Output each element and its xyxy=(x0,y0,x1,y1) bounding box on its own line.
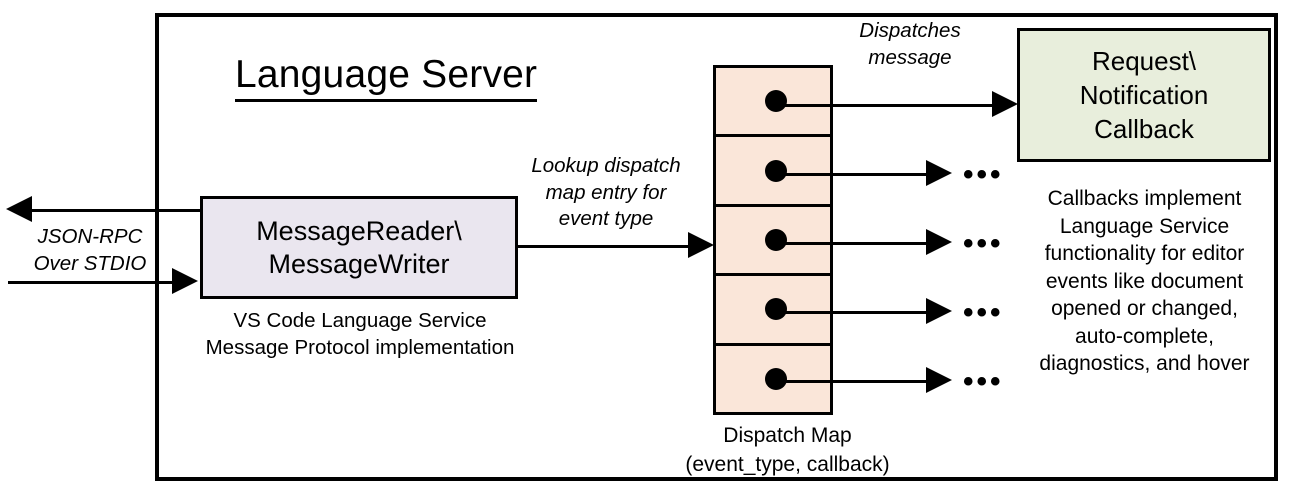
request-notification-callback-label: Request\ Notification Callback xyxy=(1079,46,1209,144)
dispatch-row4-ellipsis: ••• xyxy=(963,296,1004,329)
dispatch-entry-dot-icon xyxy=(765,298,787,321)
dispatch-entry-dot-icon xyxy=(765,229,787,252)
dispatch-row4-flow-line xyxy=(784,311,930,314)
dispatch-map-row[interactable] xyxy=(716,346,830,412)
language-server-frame xyxy=(155,13,1278,481)
dispatch-map-caption: Dispatch Map (event_type, callback) xyxy=(685,424,890,476)
dispatch-row1-arrowhead xyxy=(992,91,1018,117)
dispatch-map-row[interactable] xyxy=(716,68,830,138)
dispatch-row5-ellipsis: ••• xyxy=(963,365,1004,398)
message-reader-writer-label: MessageReader\ MessageWriter xyxy=(256,215,462,279)
dispatch-row5-arrowhead xyxy=(926,367,952,393)
dispatch-row3-arrowhead xyxy=(926,229,952,255)
dispatch-row2-ellipsis: ••• xyxy=(963,158,1004,191)
dispatch-row1-flow-line xyxy=(784,104,996,107)
dispatch-row3-ellipsis: ••• xyxy=(963,227,1004,260)
lookup-flow-arrowhead xyxy=(688,232,714,258)
jsonrpc-flow-label: JSON-RPC Over STDIO xyxy=(33,225,147,275)
message-box-caption: VS Code Language Service Message Protoco… xyxy=(205,309,515,359)
message-reader-writer-box[interactable]: MessageReader\ MessageWriter xyxy=(200,196,518,299)
dispatch-row3-flow-line xyxy=(784,242,930,245)
dispatch-row4-arrowhead xyxy=(926,298,952,324)
dispatch-entry-dot-icon xyxy=(765,367,787,390)
dispatch-entry-dot-icon xyxy=(765,159,787,182)
dispatches-message-label: Dispatches message xyxy=(859,19,961,69)
jsonrpc-out-line xyxy=(30,209,202,212)
dispatch-map-row[interactable] xyxy=(716,276,830,346)
jsonrpc-in-arrowhead xyxy=(172,268,198,294)
jsonrpc-out-arrowhead xyxy=(6,196,32,222)
dispatch-row2-arrowhead xyxy=(926,160,952,186)
dispatch-map-row[interactable] xyxy=(716,137,830,207)
request-notification-callback-box[interactable]: Request\ Notification Callback xyxy=(1017,28,1271,162)
dispatch-row2-flow-line xyxy=(784,173,930,176)
lookup-flow-line xyxy=(518,245,692,248)
lookup-flow-label: Lookup dispatch map entry for event type xyxy=(531,154,681,230)
dispatch-map-table[interactable] xyxy=(713,65,833,415)
dispatch-map-row[interactable] xyxy=(716,207,830,277)
dispatch-row5-flow-line xyxy=(784,380,930,383)
page-title: Language Server xyxy=(235,52,538,102)
dispatch-entry-dot-icon xyxy=(765,90,787,113)
jsonrpc-in-line xyxy=(8,281,176,284)
callback-description: Callbacks implement Language Service fun… xyxy=(1039,187,1250,375)
